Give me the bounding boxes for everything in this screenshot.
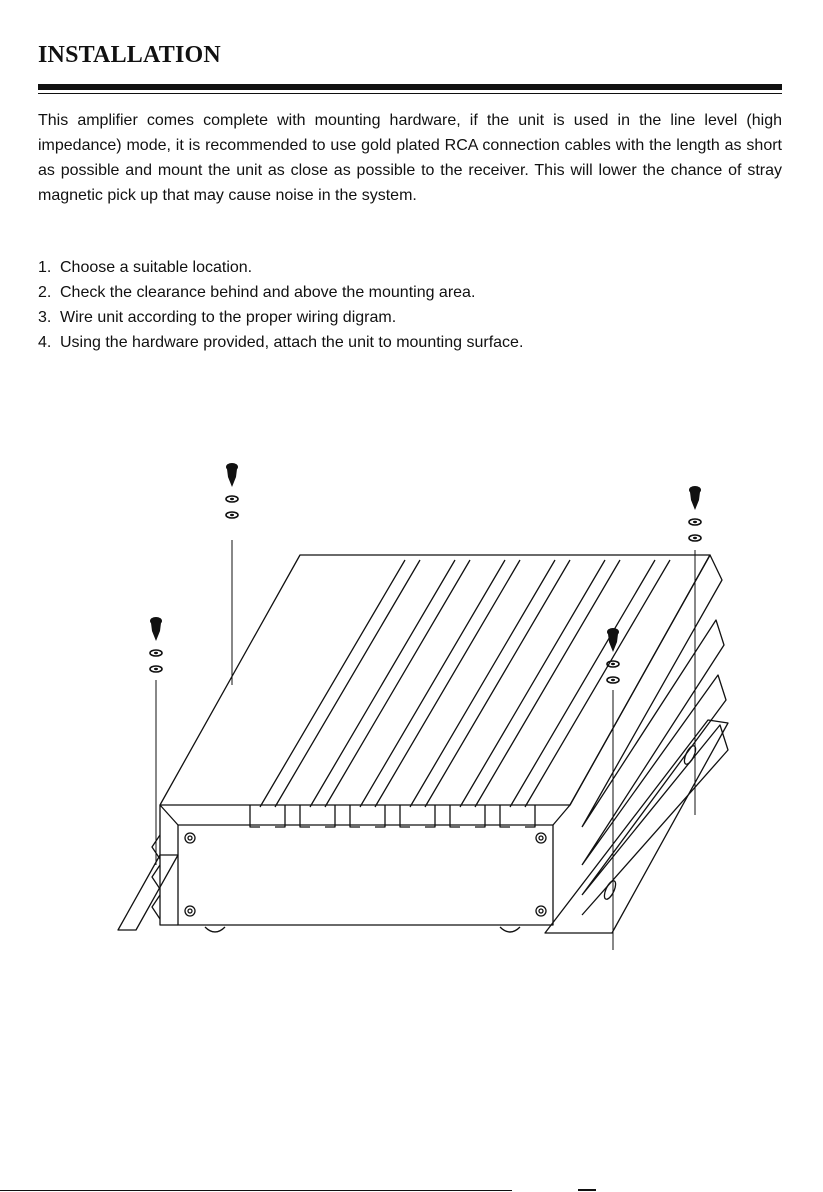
step-number: 3. — [38, 309, 52, 326]
step-item: 4. Using the hardware provided, attach th… — [38, 330, 523, 355]
mounting-screw-icon — [688, 485, 702, 542]
mounting-screw-icon — [149, 616, 163, 673]
mounting-screw-icon — [606, 627, 620, 684]
step-number: 2. — [38, 284, 52, 301]
intro-paragraph: This amplifier comes complete with mount… — [38, 112, 782, 204]
step-text: Choose a suitable location. — [60, 259, 253, 276]
title-rule-thin — [38, 93, 782, 94]
page-title: INSTALLATION — [38, 42, 221, 68]
right-mounting-flange — [544, 719, 729, 934]
step-number: 1. — [38, 259, 52, 276]
amplifier-mounting-diagram — [117, 462, 729, 950]
title-rule-thick — [38, 84, 782, 90]
front-end-panel — [177, 824, 554, 926]
step-item: 1. Choose a suitable location. — [38, 255, 523, 280]
footer-rule — [0, 1190, 512, 1191]
step-item: 2. Check the clearance behind and above t… — [38, 280, 523, 305]
step-item: 3. Wire unit according to the proper wiri… — [38, 305, 523, 330]
footer-mark — [578, 1189, 596, 1191]
step-text: Check the clearance behind and above the… — [60, 284, 476, 301]
left-mounting-flange — [117, 854, 179, 931]
installation-steps: 1. Choose a suitable location. 2. Check th… — [38, 255, 523, 355]
step-number: 4. — [38, 334, 52, 351]
side-fins — [569, 554, 729, 916]
mounting-screw-icon — [225, 462, 239, 519]
step-text: Wire unit according to the proper wiring… — [60, 309, 397, 326]
step-text: Using the hardware provided, attach the … — [60, 334, 524, 351]
